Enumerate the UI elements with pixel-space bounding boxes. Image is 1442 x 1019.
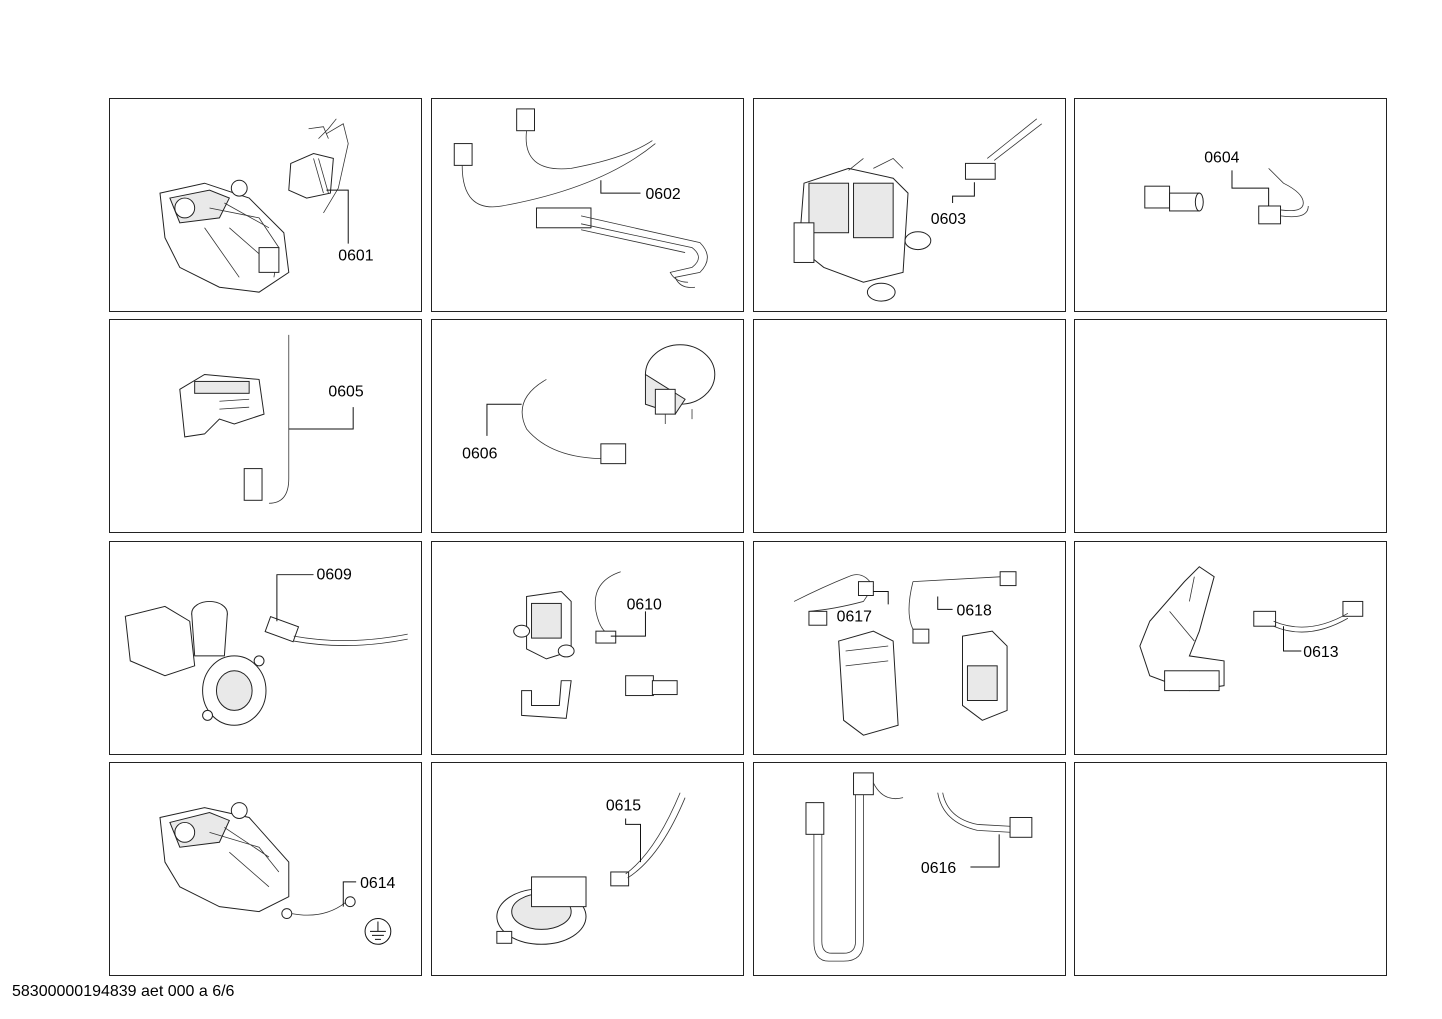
wire-icon xyxy=(594,571,621,637)
panel-0615[interactable]: 0615 xyxy=(431,762,744,976)
leader-line-0601 xyxy=(326,189,349,244)
drain-pump-icon xyxy=(159,179,290,293)
part-label-0603: 0603 xyxy=(931,211,966,228)
bracket-icon xyxy=(1139,566,1225,692)
panel-0602[interactable]: 0602 xyxy=(431,98,744,312)
leader-line-0605 xyxy=(288,407,354,430)
control-module-drawing: 0617 0618 xyxy=(793,571,1017,736)
sensor-icon xyxy=(625,675,678,697)
leader-line-0610 xyxy=(610,611,646,637)
connector-icon xyxy=(595,630,617,644)
part-label-0615: 0615 xyxy=(606,798,641,815)
panel-0617-0618[interactable]: 0617 0618 xyxy=(753,541,1066,755)
connector-icon xyxy=(243,468,263,501)
connector-icon xyxy=(964,118,1042,180)
part-label-0602: 0602 xyxy=(645,186,680,203)
ground-symbol-icon xyxy=(364,918,392,945)
leader-line-0616 xyxy=(970,834,1000,868)
connector-icon xyxy=(600,443,627,465)
heating-element-drawing: 0602 xyxy=(453,108,708,288)
connector-icon xyxy=(610,792,686,887)
part-label-0616: 0616 xyxy=(921,860,956,877)
connector-icon xyxy=(453,108,535,166)
part-label-0613: 0613 xyxy=(1303,644,1338,661)
part-label-0605: 0605 xyxy=(328,383,363,400)
wire-icon xyxy=(521,379,606,460)
valve-icon xyxy=(513,591,575,660)
hose-harness-drawing: 0616 xyxy=(805,772,1033,962)
pressure-sensor-icon xyxy=(644,344,716,425)
part-label-0606: 0606 xyxy=(462,446,497,463)
panel-0604[interactable]: 0604 xyxy=(1074,98,1387,312)
sensor-drawing: 0604 xyxy=(1144,149,1309,225)
connector-icon xyxy=(1253,600,1364,633)
drain-pump-ground-drawing: 0614 xyxy=(159,802,396,945)
panel-0616[interactable]: 0616 xyxy=(753,762,1066,976)
temperature-sensor-icon xyxy=(1144,185,1204,212)
pressure-sensor-icon xyxy=(496,876,587,945)
part-label-0601: 0601 xyxy=(338,247,373,264)
leader-line-0604 xyxy=(1231,170,1270,206)
part-label-0614: 0614 xyxy=(360,875,395,892)
panel-empty-2 xyxy=(1074,319,1387,533)
panel-0601[interactable]: 0601 xyxy=(109,98,422,312)
connector-icon xyxy=(937,792,1033,838)
bracket-harness-drawing: 0613 xyxy=(1139,566,1364,692)
inlet-valve-icon xyxy=(793,157,932,302)
panel-0603[interactable]: 0603 xyxy=(753,98,1066,312)
panel-empty-3 xyxy=(1074,762,1387,976)
document-footer: 58300000194839 aet 000 a 6/6 xyxy=(12,983,235,1000)
leader-line-0609 xyxy=(276,574,314,622)
module-housing-icon xyxy=(962,630,1008,721)
leader-line-0618 xyxy=(937,596,953,610)
leader-line-0603 xyxy=(952,182,975,204)
connector-harness-icon xyxy=(288,118,349,214)
door-lock-drawing: 0605 xyxy=(179,334,364,504)
part-label-0609: 0609 xyxy=(317,567,352,584)
panel-0614[interactable]: 0614 xyxy=(109,762,422,976)
panel-0613[interactable]: 0613 xyxy=(1074,541,1387,755)
ground-wire-icon xyxy=(281,896,356,920)
connector-icon xyxy=(264,616,408,646)
pump-icon xyxy=(124,600,267,726)
leader-line-0617 xyxy=(873,591,889,605)
connector-icon xyxy=(808,610,828,626)
leader-line-0606 xyxy=(486,403,522,436)
valve-kit-drawing: 0610 xyxy=(513,571,678,719)
wire-icon xyxy=(268,334,290,504)
panel-empty-1 xyxy=(753,319,1066,533)
drain-pump-motor-drawing: 0601 xyxy=(159,118,374,293)
leader-line-0614 xyxy=(342,881,357,907)
panel-0610[interactable]: 0610 xyxy=(431,541,744,755)
pressure-sensor-drawing: 0615 xyxy=(496,792,686,945)
wire-icon xyxy=(461,143,656,208)
part-label-0610: 0610 xyxy=(627,596,662,613)
panel-0609[interactable]: 0609 xyxy=(109,541,422,755)
drain-pump-icon xyxy=(159,802,290,913)
leader-line-0615 xyxy=(625,818,641,863)
leader-line-0613 xyxy=(1283,626,1302,652)
control-board-icon xyxy=(838,630,899,736)
door-lock-icon xyxy=(179,373,265,438)
circulation-pump-drawing: 0609 xyxy=(124,567,408,726)
inlet-valve-drawing: 0603 xyxy=(793,118,1042,302)
part-label-0604: 0604 xyxy=(1204,149,1239,166)
part-label-0618: 0618 xyxy=(957,602,992,619)
panel-0605[interactable]: 0605 xyxy=(109,319,422,533)
wire-harness-icon xyxy=(793,574,874,612)
hose-icon xyxy=(805,772,904,962)
connector-icon xyxy=(1258,168,1309,225)
panel-0606[interactable]: 0606 xyxy=(431,319,744,533)
pressure-switch-drawing: 0606 xyxy=(462,344,716,465)
part-label-0617: 0617 xyxy=(837,608,872,625)
leader-line-0602 xyxy=(600,180,641,194)
bracket-icon xyxy=(521,680,572,719)
heater-element-icon xyxy=(535,207,708,288)
